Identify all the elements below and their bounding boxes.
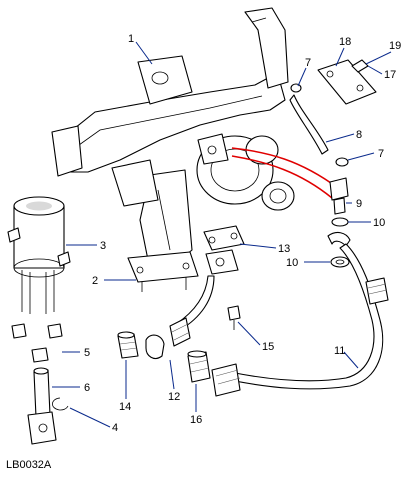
callout-12: 12 bbox=[168, 391, 180, 403]
oil-return-pipe bbox=[211, 231, 389, 397]
circlip bbox=[52, 397, 69, 411]
nuts bbox=[11, 323, 63, 363]
callout-7-clip: 7 bbox=[378, 148, 384, 160]
callout-5: 5 bbox=[84, 347, 90, 359]
callout-2: 2 bbox=[92, 275, 98, 287]
exhaust-manifold-turbo-assembly bbox=[51, 7, 295, 292]
callout-4: 4 bbox=[112, 422, 118, 434]
callout-17: 17 bbox=[384, 69, 396, 81]
callout-1: 1 bbox=[128, 33, 134, 45]
vent-hose-and-clips bbox=[289, 83, 349, 167]
oil-feed-pipe-highlight bbox=[231, 147, 339, 199]
callout-14: 14 bbox=[119, 401, 131, 413]
callout-18: 18 bbox=[339, 36, 351, 48]
callout-15: 15 bbox=[262, 341, 274, 353]
callout-10-upper: 10 bbox=[373, 217, 385, 229]
callout-7-hose-clip: 7 bbox=[305, 57, 311, 69]
callout-10-lower: 10 bbox=[286, 257, 298, 269]
reference-code: LB0032A bbox=[6, 459, 52, 471]
callout-8: 8 bbox=[356, 129, 362, 141]
callout-3: 3 bbox=[100, 240, 106, 252]
short-oil-pipe-and-gasket bbox=[145, 225, 245, 359]
callout-9: 9 bbox=[356, 198, 362, 210]
cover-plate-and-bolt bbox=[317, 59, 377, 105]
callout-6: 6 bbox=[84, 382, 90, 394]
banjo-union-and-washers bbox=[329, 177, 350, 268]
leader-lines bbox=[52, 41, 392, 428]
callout-13: 13 bbox=[278, 243, 290, 255]
canister-with-studs bbox=[7, 196, 71, 314]
pipe-adaptors bbox=[117, 331, 211, 383]
callout-11: 11 bbox=[334, 345, 345, 357]
callout-16: 16 bbox=[190, 414, 202, 426]
adaptor-tube bbox=[27, 367, 57, 445]
callout-numbers: 1 2 3 4 5 6 7 7 8 9 10 10 11 12 13 14 15… bbox=[84, 33, 401, 434]
callout-19: 19 bbox=[389, 40, 401, 52]
